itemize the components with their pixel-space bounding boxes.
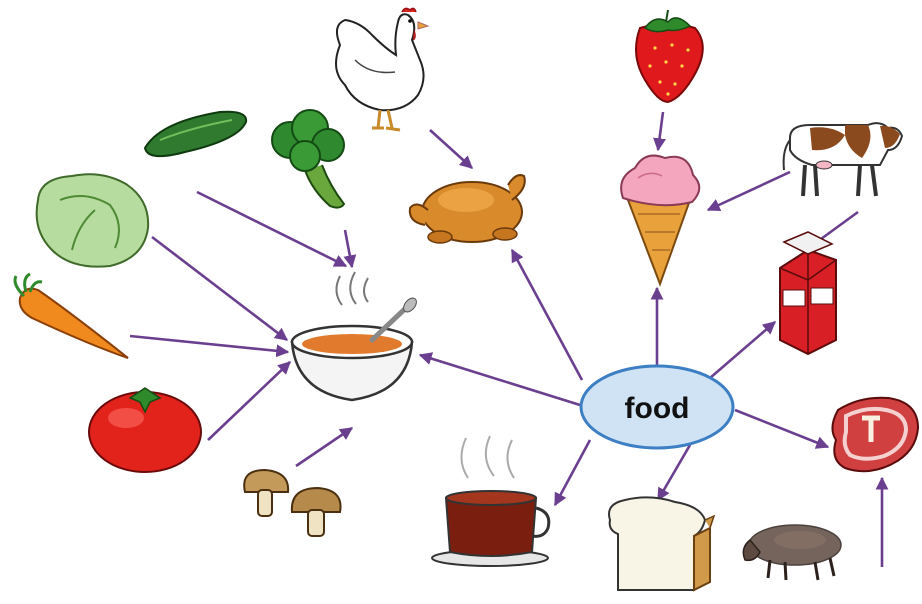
arrow-food-to-soup (418, 352, 581, 407)
tomato-icon (88, 387, 202, 473)
carrot-icon (13, 272, 129, 359)
arrow-cucumber-to-soup (196, 190, 348, 268)
cabbage-icon (35, 173, 150, 268)
pig-icon (742, 524, 842, 581)
ice-cream-cone-icon (620, 154, 701, 287)
arrow-food-to-milk (709, 321, 776, 379)
mushrooms-icon (243, 468, 342, 537)
arrow-carrot-to-soup (129, 334, 290, 358)
arrow-cow-to-ice-cream (706, 170, 791, 212)
steak-icon (831, 396, 920, 473)
arrow-cabbage-to-soup (151, 235, 289, 342)
cucumber-icon (143, 110, 248, 158)
broccoli-icon (271, 109, 346, 209)
arrow-mushrooms-to-soup (295, 426, 354, 468)
arrow-strawberry-to-ice-cream (653, 111, 666, 152)
roast-chicken-icon (408, 174, 526, 244)
strawberry-icon (635, 9, 704, 104)
tea-cup-icon (431, 435, 551, 567)
arrows (129, 111, 889, 567)
arrow-food-to-tea (553, 439, 592, 507)
arrow-food-to-bread (656, 444, 692, 502)
milk-carton-icon (779, 231, 837, 356)
cow-icon (782, 122, 904, 197)
arrow-food-to-roast-chicken (510, 248, 584, 381)
arrow-food-to-steak (734, 408, 830, 449)
arrow-chicken-to-roast (429, 129, 473, 169)
food-node: food (579, 364, 735, 450)
arrow-broccoli-to-soup (343, 229, 357, 269)
soup-bowl-icon (290, 271, 417, 402)
bread-slice-icon (608, 496, 716, 592)
food-label: food (625, 392, 690, 425)
chicken-icon (335, 7, 430, 132)
arrow-tomato-to-soup (207, 361, 291, 441)
